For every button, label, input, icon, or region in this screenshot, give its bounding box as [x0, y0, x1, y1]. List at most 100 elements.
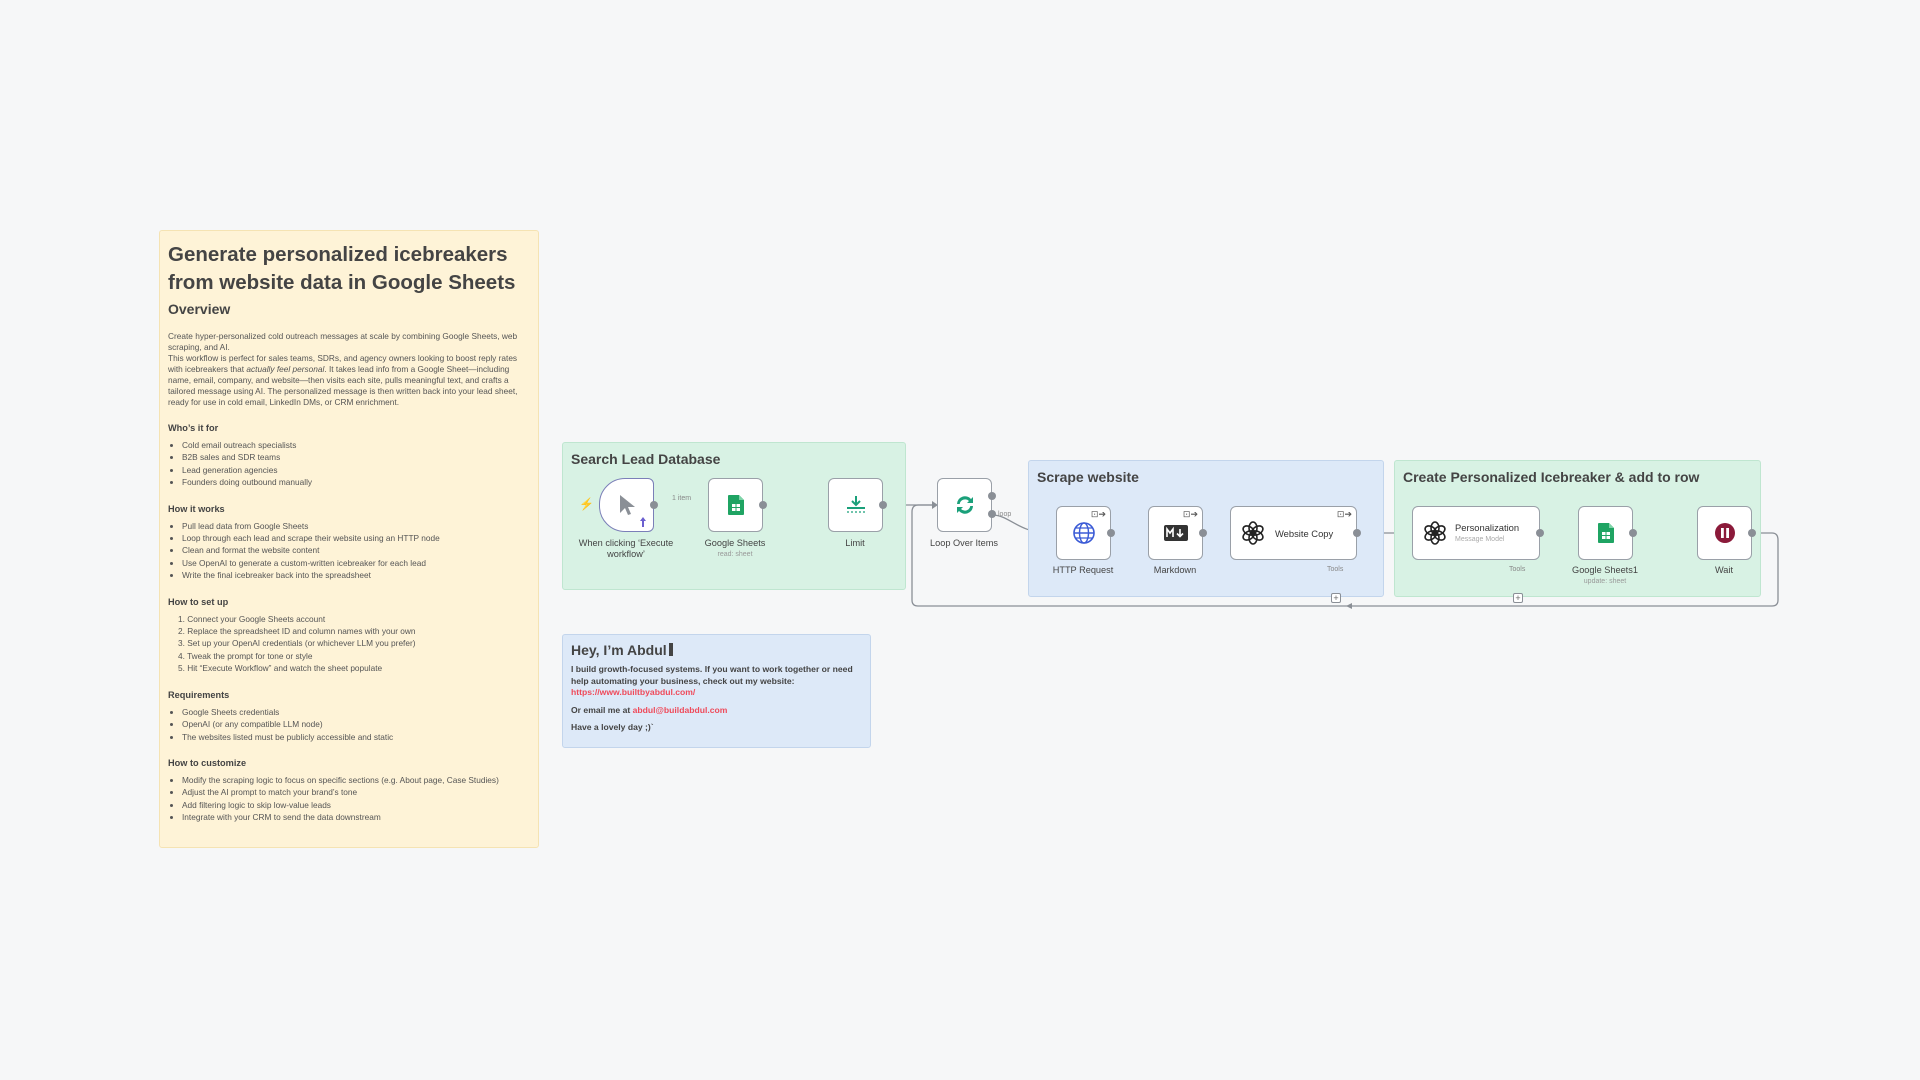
node-subtitle: read: sheet — [717, 551, 753, 558]
list-item: Integrate with your CRM to send the data… — [182, 811, 528, 823]
loop-output-port[interactable] — [988, 510, 996, 518]
node-label: Limit — [845, 538, 865, 548]
node-website-copy[interactable]: Website Copy ⊡➔ — [1230, 506, 1357, 560]
overview-sticky-note[interactable]: Generate personalized icebreakers from w… — [159, 230, 539, 848]
group-title: Search Lead Database — [571, 451, 721, 467]
list-item: Add filtering logic to skip low-value le… — [182, 799, 528, 811]
openai-icon — [1242, 521, 1264, 545]
sticky-title: Generate personalized icebreakers from w… — [168, 243, 516, 294]
node-label: Website Copy — [1275, 528, 1334, 539]
list-item: Write the final icebreaker back into the… — [182, 569, 528, 581]
list-item: 4. Tweak the prompt for tone or style — [178, 650, 313, 661]
node-google-sheets[interactable] — [708, 478, 763, 532]
about-title-text: Hey, I’m Abdul — [571, 642, 667, 658]
trigger-bolt-icon: ⚡ — [579, 497, 594, 511]
node-label: Markdown — [1153, 565, 1197, 575]
node-google-sheets1[interactable] — [1578, 506, 1633, 560]
list-item: Adjust the AI prompt to match your brand… — [182, 786, 528, 798]
edge-loop-label: loop — [998, 511, 1012, 518]
google-sheets-icon — [1597, 523, 1614, 543]
node-http-request[interactable]: ⊡➔ — [1056, 506, 1111, 560]
intro-2-suffix: . It takes lead info from a Google Sheet… — [168, 364, 518, 407]
node-label: Personalization — [1455, 522, 1520, 533]
group-title: Create Personalized Icebreaker & add to … — [1403, 469, 1700, 485]
email-line: Or email me at abdul@buildabdul.com — [571, 705, 862, 717]
section-heading: Who’s it for — [168, 423, 219, 433]
list-item: Lead generation agencies — [182, 464, 528, 476]
section-heading: Requirements — [168, 689, 230, 700]
openai-icon — [1424, 521, 1446, 545]
list-item: Use OpenAI to generate a custom-written … — [182, 557, 528, 569]
output-port[interactable] — [1353, 529, 1361, 537]
list-item: Modify the scraping logic to focus on sp… — [182, 774, 528, 786]
section-list: Modify the scraping logic to focus on sp… — [168, 774, 528, 824]
node-label: Google Sheets1 — [1572, 565, 1638, 575]
output-port[interactable] — [1107, 529, 1115, 537]
section-list: Pull lead data from Google SheetsLoop th… — [168, 520, 528, 582]
node-manual-trigger[interactable] — [599, 478, 654, 532]
section-list: Google Sheets credentialsOpenAI (or any … — [168, 706, 528, 743]
output-port[interactable] — [650, 501, 658, 509]
group-title: Scrape website — [1037, 469, 1139, 485]
error-output-icon: ⊡➔ — [1336, 509, 1352, 519]
about-intro: I build growth-focused systems. If you w… — [571, 664, 853, 686]
section-heading: How to customize — [168, 757, 247, 768]
error-output-icon: ⊡➔ — [1090, 509, 1106, 519]
output-port[interactable] — [1629, 529, 1637, 537]
list-item: 1. Connect your Google Sheets account — [178, 613, 326, 624]
node-label: When clicking ‘Execute workflow’ — [578, 538, 674, 559]
done-output-port[interactable] — [988, 492, 996, 500]
text-cursor-icon — [668, 643, 673, 656]
intro-paragraph-1: Create hyper-personalized cold outreach … — [168, 331, 518, 352]
list-item: 3. Set up your OpenAI credentials (or wh… — [178, 638, 416, 649]
node-subtitle: Message Model — [1455, 536, 1505, 543]
email-link[interactable]: abdul@buildabdul.com — [632, 704, 728, 715]
website-link[interactable]: https://www.builtbyabdul.com/ — [571, 687, 696, 697]
node-label: HTTP Request — [1052, 565, 1114, 575]
list-item: 5. Hit “Execute Workflow” and watch the … — [178, 663, 383, 674]
pause-icon — [1714, 523, 1735, 543]
output-port[interactable] — [1536, 529, 1544, 537]
list-item: B2B sales and SDR teams — [182, 451, 528, 463]
list-item: 2. Replace the spreadsheet ID and column… — [178, 626, 416, 637]
limit-icon — [846, 496, 865, 513]
globe-icon — [1072, 522, 1095, 544]
section-heading: How to set up — [168, 596, 229, 607]
loop-icon — [956, 496, 973, 514]
tools-connector-label: Tools — [1327, 566, 1344, 573]
google-sheets-icon — [727, 495, 744, 515]
node-personalization[interactable]: Personalization Message Model — [1412, 506, 1540, 560]
list-item: The websites listed must be publicly acc… — [182, 731, 528, 743]
add-tool-button[interactable]: + — [1513, 593, 1523, 603]
node-wait[interactable] — [1697, 506, 1752, 560]
cursor-icon — [619, 495, 635, 515]
list-item: Clean and format the website content — [182, 544, 528, 556]
list-item: OpenAI (or any compatible LLM node) — [182, 718, 528, 730]
list-item: Google Sheets credentials — [182, 706, 528, 718]
section-list: Cold email outreach specialistsB2B sales… — [168, 439, 528, 489]
add-tool-button[interactable]: + — [1331, 593, 1341, 603]
node-label: Loop Over Items — [930, 538, 998, 548]
signoff: Have a lovely day ;)` — [571, 722, 654, 732]
markdown-icon — [1163, 525, 1188, 541]
node-loop-over-items[interactable] — [937, 478, 992, 532]
error-output-icon: ⊡➔ — [1182, 509, 1198, 519]
intro-paragraph-2: This workflow is perfect for sales teams… — [168, 353, 528, 408]
node-label: Wait — [1714, 565, 1734, 575]
edge-item-count: 1 item — [672, 495, 692, 502]
output-port[interactable] — [759, 501, 767, 509]
node-markdown[interactable]: ⊡➔ — [1148, 506, 1203, 560]
node-subtitle: update: sheet — [1583, 578, 1627, 585]
output-port[interactable] — [1748, 529, 1756, 537]
about-sticky-note[interactable]: Hey, I’m Abdul I build growth-focused sy… — [562, 634, 871, 748]
intro-2-prefix: This workflow is perfect for sales teams… — [168, 353, 518, 374]
output-port[interactable] — [1199, 529, 1207, 537]
list-item: Founders doing outbound manually — [182, 476, 528, 488]
list-item: Cold email outreach specialists — [182, 439, 528, 451]
output-port[interactable] — [879, 501, 887, 509]
list-item: Loop through each lead and scrape their … — [182, 532, 528, 544]
list-item: Pull lead data from Google Sheets — [182, 520, 528, 532]
node-limit[interactable] — [828, 478, 883, 532]
intro-2-emphasis: actually feel personal — [246, 364, 325, 374]
